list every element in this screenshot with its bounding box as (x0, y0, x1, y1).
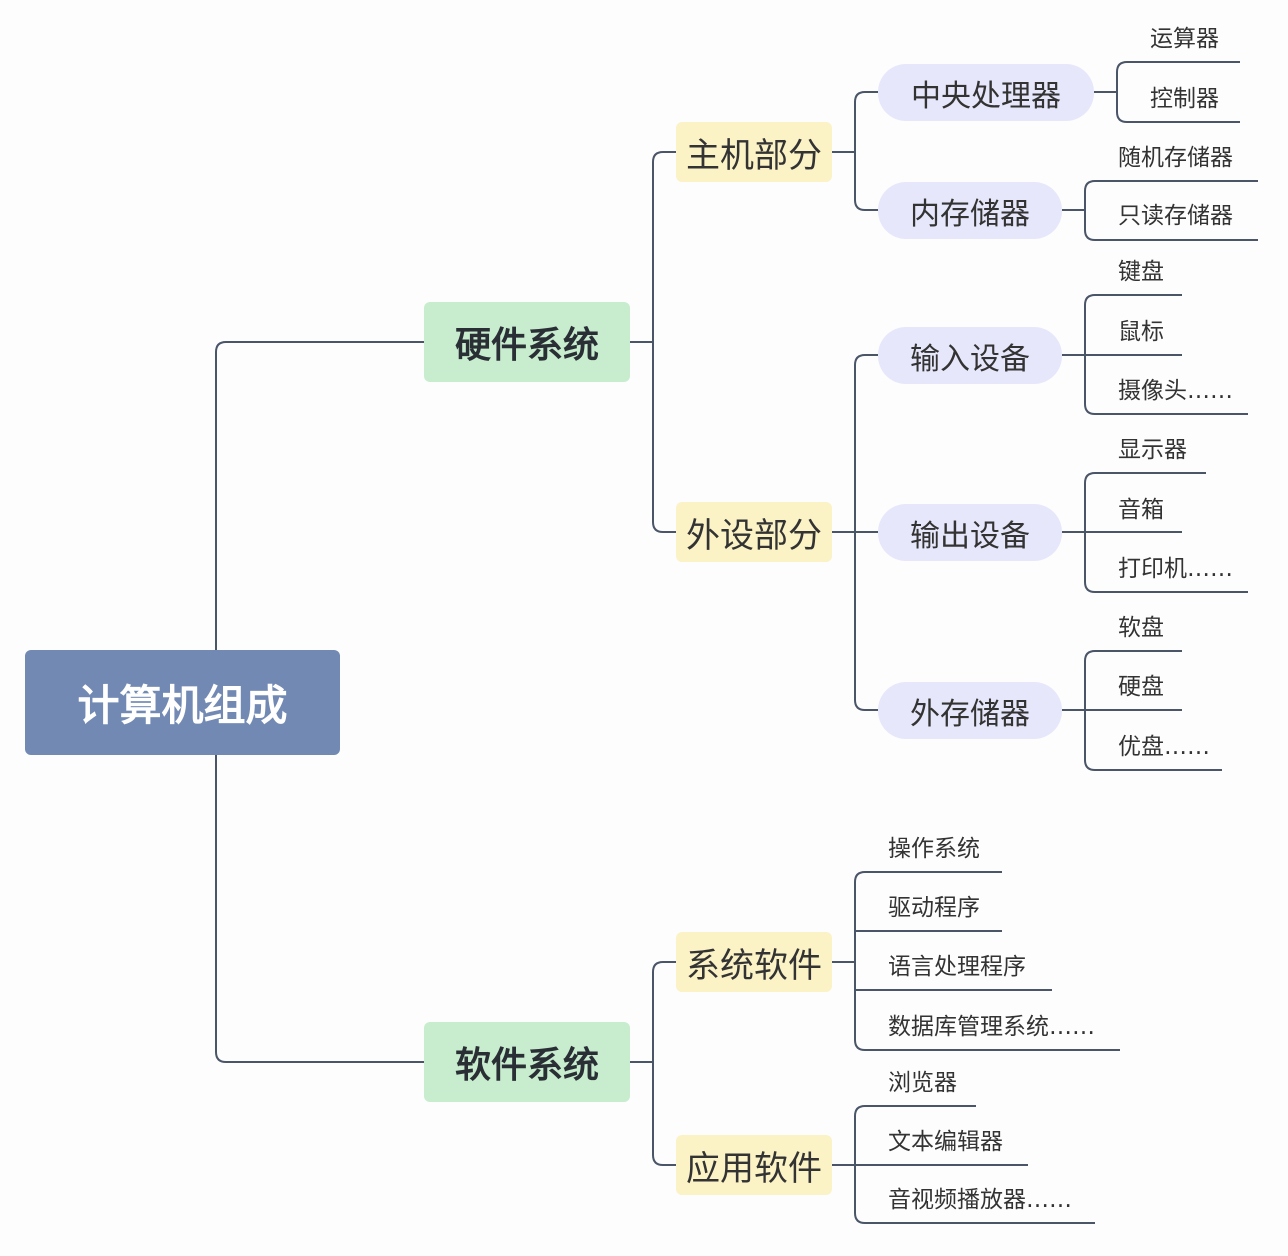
leaf-keyboard[interactable]: 键盘 (1118, 251, 1164, 287)
leaf-speaker[interactable]: 音箱 (1118, 489, 1164, 525)
connector-root-hardware (215, 341, 424, 650)
leaf-label: 驱动程序 (888, 895, 980, 921)
leaf-printer[interactable]: 打印机…… (1118, 548, 1233, 584)
leaf-label: 语言处理程序 (888, 954, 1026, 980)
leaf-arithmetic-unit[interactable]: 运算器 (1150, 18, 1219, 54)
connector-output-leaves (1084, 472, 1248, 593)
leaf-dbms[interactable]: 数据库管理系统…… (888, 1006, 1095, 1042)
connector-memory-leaves (1084, 180, 1258, 241)
connector-root-software (215, 755, 424, 1063)
leaf-operating-system[interactable]: 操作系统 (888, 828, 980, 864)
peripheral-part-label: 外设部分 (686, 515, 822, 556)
connector-storage-leaves (1084, 650, 1222, 771)
connector-peripheral-branches (854, 354, 878, 711)
connector-host-branches (854, 91, 878, 211)
hardware-system-label: 硬件系统 (454, 325, 599, 366)
external-storage-node[interactable]: 外存储器 (878, 682, 1062, 739)
connector-software-branches (652, 961, 676, 1166)
output-device-label: 输出设备 (910, 518, 1030, 554)
leaf-driver[interactable]: 驱动程序 (888, 887, 980, 923)
leaf-label: 只读存储器 (1118, 203, 1233, 229)
leaf-label: 鼠标 (1118, 319, 1164, 345)
memory-label: 内存储器 (910, 196, 1030, 232)
application-software-label: 应用软件 (686, 1148, 822, 1189)
root-node[interactable]: 计算机组成 (25, 650, 340, 755)
leaf-browser[interactable]: 浏览器 (888, 1062, 957, 1098)
leaf-label: 摄像头…… (1118, 378, 1233, 404)
host-part-label: 主机部分 (686, 135, 822, 176)
input-device-label: 输入设备 (910, 341, 1030, 377)
leaf-label: 文本编辑器 (888, 1129, 1003, 1155)
leaf-language-processor[interactable]: 语言处理程序 (888, 946, 1026, 982)
leaf-usb-drive[interactable]: 优盘…… (1118, 726, 1210, 762)
hardware-system-node[interactable]: 硬件系统 (424, 302, 630, 382)
leaf-label: 随机存储器 (1118, 145, 1233, 171)
leaf-control-unit[interactable]: 控制器 (1150, 78, 1219, 114)
system-software-node[interactable]: 系统软件 (676, 932, 832, 992)
connector-cpu-leaves (1116, 61, 1240, 123)
leaf-label: 浏览器 (888, 1070, 957, 1096)
leaf-camera[interactable]: 摄像头…… (1118, 370, 1233, 406)
leaf-label: 软盘 (1118, 615, 1164, 641)
leaf-media-player[interactable]: 音视频播放器…… (888, 1179, 1072, 1215)
external-storage-label: 外存储器 (910, 696, 1030, 732)
cpu-label: 中央处理器 (911, 78, 1061, 114)
leaf-text-editor[interactable]: 文本编辑器 (888, 1121, 1003, 1157)
leaf-monitor[interactable]: 显示器 (1118, 429, 1187, 465)
connector-hardware-branches (652, 151, 676, 533)
root-label: 计算机组成 (77, 681, 288, 730)
leaf-label: 操作系统 (888, 836, 980, 862)
leaf-label: 打印机…… (1118, 556, 1233, 582)
leaf-rom[interactable]: 只读存储器 (1118, 195, 1233, 231)
leaf-label: 优盘…… (1118, 734, 1210, 760)
connector-input-leaves (1084, 294, 1248, 415)
memory-node[interactable]: 内存储器 (878, 182, 1062, 239)
leaf-label: 键盘 (1118, 259, 1164, 285)
leaf-label: 运算器 (1150, 26, 1219, 52)
leaf-ram[interactable]: 随机存储器 (1118, 137, 1233, 173)
leaf-label: 音视频播放器…… (888, 1187, 1072, 1213)
software-system-node[interactable]: 软件系统 (424, 1022, 630, 1102)
system-software-label: 系统软件 (686, 945, 822, 986)
software-system-label: 软件系统 (454, 1045, 599, 1086)
leaf-label: 音箱 (1118, 497, 1164, 523)
peripheral-part-node[interactable]: 外设部分 (676, 502, 832, 562)
application-software-node[interactable]: 应用软件 (676, 1135, 832, 1195)
leaf-label: 数据库管理系统…… (888, 1014, 1095, 1040)
leaf-label: 硬盘 (1118, 674, 1164, 700)
leaf-hard-disk[interactable]: 硬盘 (1118, 666, 1164, 702)
input-device-node[interactable]: 输入设备 (878, 327, 1062, 384)
leaf-floppy-disk[interactable]: 软盘 (1118, 607, 1164, 643)
connector-application-leaves (854, 1105, 1095, 1224)
host-part-node[interactable]: 主机部分 (676, 122, 832, 182)
connector-system-leaves (854, 871, 1120, 1051)
leaf-mouse[interactable]: 鼠标 (1118, 311, 1164, 347)
cpu-node[interactable]: 中央处理器 (878, 64, 1094, 121)
leaf-label: 控制器 (1150, 86, 1219, 112)
output-device-node[interactable]: 输出设备 (878, 504, 1062, 561)
leaf-label: 显示器 (1118, 437, 1187, 463)
